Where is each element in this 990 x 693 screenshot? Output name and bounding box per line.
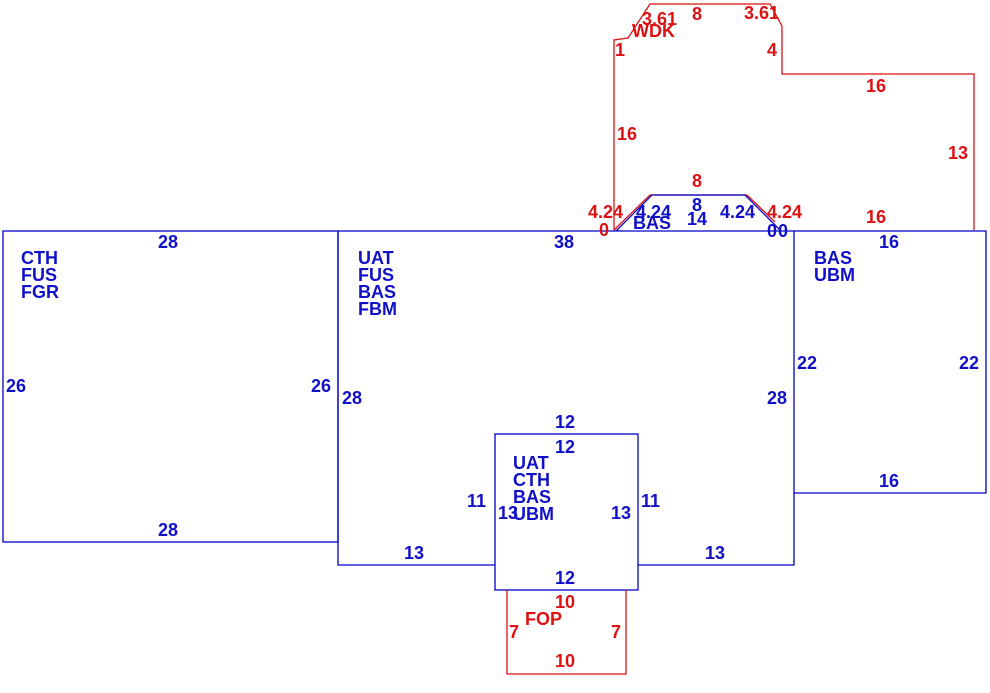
deck-dim-bay-top: 8 [692, 171, 702, 191]
deck-dim-top: 8 [692, 4, 702, 24]
main-outline-left [337, 231, 495, 566]
center-box-code-3: BAS [513, 487, 551, 507]
porch-dim-bottom: 10 [555, 651, 575, 671]
center-box-dim-right-outer: 11 [641, 491, 660, 511]
center-box-dim-right-inner: 13 [611, 503, 631, 523]
garage-dim-top: 28 [158, 232, 178, 252]
main-code-2: FUS [358, 265, 394, 285]
bay-outline [615, 194, 782, 232]
bay-dim-left-diag: 4.24 [636, 202, 671, 222]
center-box-code-1: UAT [513, 453, 549, 473]
main-dim-bottom-left: 13 [404, 543, 424, 563]
garage-code-3: FGR [21, 282, 59, 302]
bay-dim-zero-b: 0 [778, 221, 788, 241]
center-box-dim-left-outer: 11 [467, 491, 486, 511]
deck-dim-bay-right-diag: 4.24 [767, 202, 802, 222]
bay-dim-top: 8 [692, 195, 702, 215]
deck-dim-bottom-right: 16 [866, 207, 886, 227]
bay-dim-bottom: 14 [687, 209, 707, 229]
right-wing-dim-right: 22 [959, 353, 979, 373]
garage-code-2: FUS [21, 265, 57, 285]
center-box-outline [494, 433, 639, 591]
main-code-3: BAS [358, 282, 396, 302]
porch-dim-left: 7 [509, 622, 519, 642]
deck-dim-top-right: 16 [866, 76, 886, 96]
main-dim-right: 28 [767, 388, 787, 408]
right-wing-outline [794, 230, 987, 494]
deck-dim-right: 13 [948, 143, 968, 163]
deck-dim-short-left: 1 [615, 40, 625, 60]
right-wing-dim-bottom: 16 [879, 471, 899, 491]
main-dim-bottom-right: 13 [705, 543, 725, 563]
center-box-dim-left-inner: 13 [498, 503, 518, 523]
deck-dim-bay-left-diag: 4.24 [588, 202, 623, 222]
deck-dim-diag-left: 3.61 [642, 9, 677, 29]
main-outline [338, 230, 795, 566]
main-dim-top: 38 [554, 232, 574, 252]
garage-dim-right: 26 [311, 376, 331, 396]
right-wing-dim-left: 22 [797, 353, 817, 373]
bay-dim-right-diag: 4.24 [720, 202, 755, 222]
porch-dim-right: 7 [611, 622, 621, 642]
bay-code: BAS [633, 213, 671, 233]
deck-code: WDK [632, 21, 675, 41]
main-code-4: FBM [358, 299, 397, 319]
center-box-dim-top-inner: 12 [555, 437, 575, 457]
center-box-code-4: UBM [513, 504, 554, 524]
deck-dim-short-right: 4 [767, 40, 777, 60]
main-code-1: UAT [358, 248, 394, 268]
porch-outline [506, 590, 627, 675]
garage-dim-bottom: 28 [158, 520, 178, 540]
right-wing-dim-top: 16 [879, 232, 899, 252]
porch-dim-top: 10 [555, 592, 575, 612]
center-box-dim-bottom: 12 [555, 568, 575, 588]
porch-code: FOP [525, 609, 562, 629]
deck-dim-diag-right: 3.61 [744, 3, 779, 23]
deck-outline [613, 3, 975, 230]
main-dim-left: 28 [342, 388, 362, 408]
garage-dim-left: 26 [6, 376, 26, 396]
right-wing-code-1: BAS [814, 248, 852, 268]
center-box-code-2: CTH [513, 470, 550, 490]
right-wing-code-2: UBM [814, 265, 855, 285]
deck-dim-left: 16 [617, 124, 637, 144]
center-box-dim-top-outer: 12 [555, 412, 575, 432]
bay-dim-zero-a: 0 [767, 221, 777, 241]
garage-code-1: CTH [21, 248, 58, 268]
deck-dim-zero-left: 0 [599, 220, 609, 240]
